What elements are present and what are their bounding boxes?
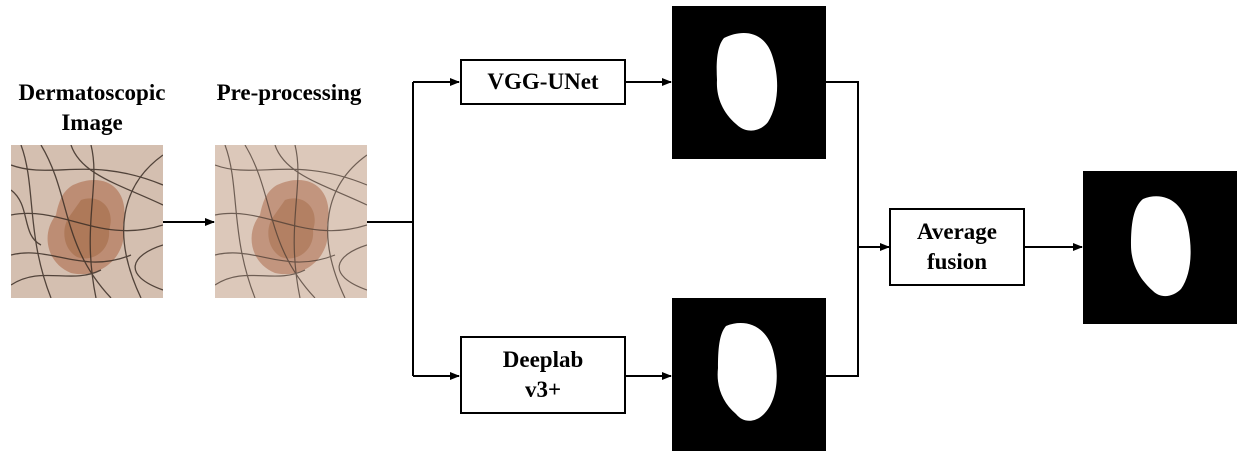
- deeplab-mask: [672, 298, 826, 451]
- vgg-unet-box: VGG-UNet: [460, 59, 626, 105]
- average-fusion-label: Average fusion: [916, 219, 998, 274]
- output-mask: [1083, 171, 1237, 324]
- line-mask1-to-merge: [826, 81, 859, 247]
- preprocessing-label: Pre-processing: [216, 80, 362, 105]
- average-fusion-box: Average fusion: [889, 208, 1025, 286]
- vgg-unet-mask: [672, 6, 826, 159]
- deeplab-label: Deeplab v3+: [502, 347, 584, 402]
- dermatoscopic-image-label: Dermatoscopic Image: [18, 80, 166, 135]
- line-mask2-to-merge: [826, 247, 859, 377]
- deeplab-box: Deeplab v3+: [460, 336, 626, 414]
- dermatoscopic-image: [11, 145, 163, 298]
- vgg-unet-label: VGG-UNet: [487, 69, 599, 94]
- preprocessed-image: [215, 145, 367, 298]
